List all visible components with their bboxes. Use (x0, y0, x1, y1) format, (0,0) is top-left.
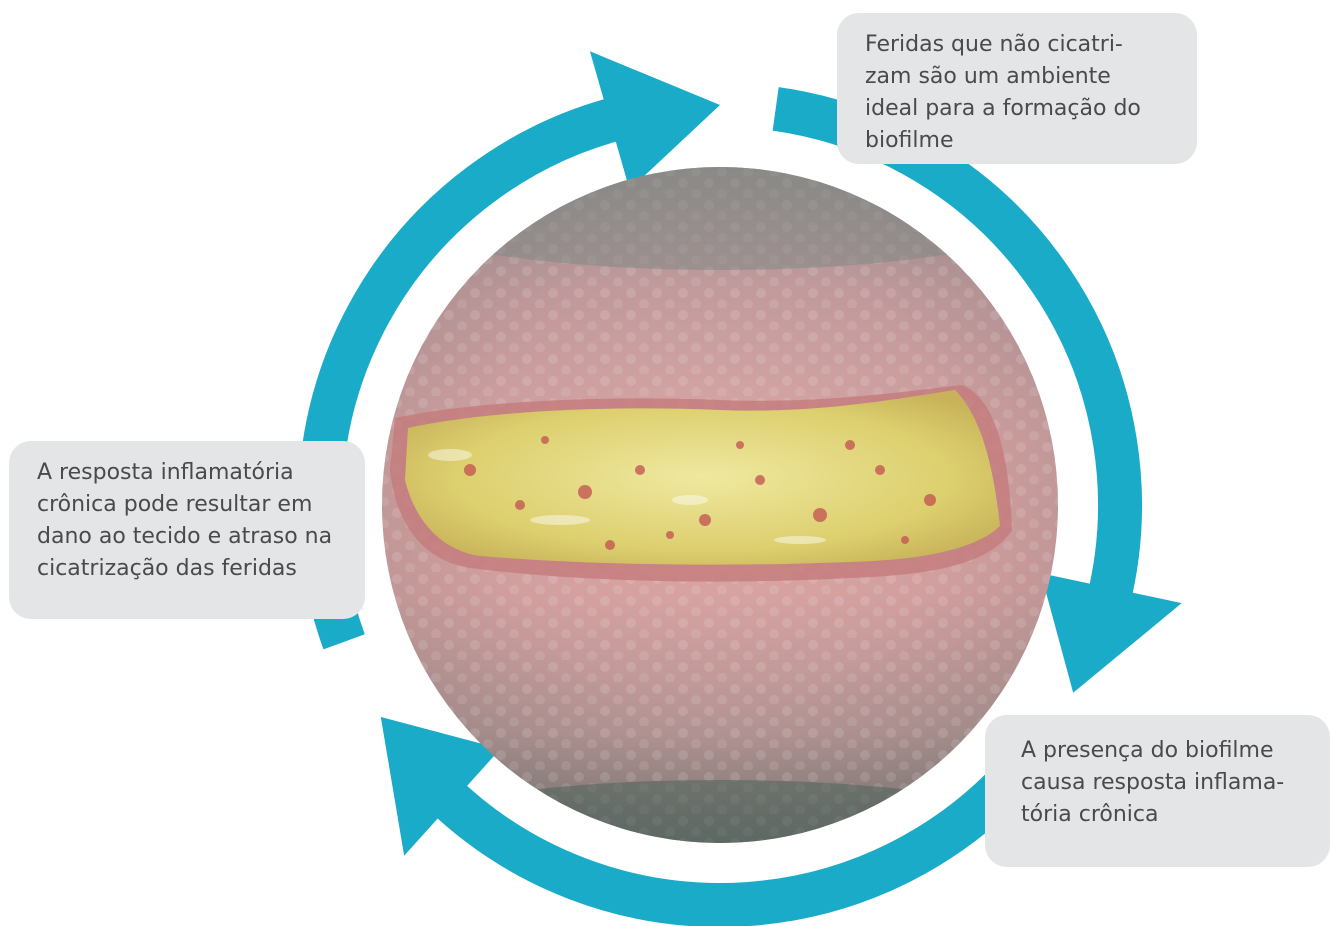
callout-text-line: tória crônica (1021, 799, 1308, 831)
callout-text-line: cicatrização das feridas (37, 553, 343, 585)
callout-biofilm-formation: Feridas que não cicatri- zam são um ambi… (837, 13, 1197, 164)
arrow-to-inflammation-head (1041, 573, 1182, 693)
callout-text-line: zam são um ambiente (865, 61, 1175, 93)
callout-text-line: biofilme (865, 125, 1175, 157)
callout-text-line: crônica pode resultar em (37, 489, 343, 521)
callout-text-line: A resposta inflamatória (37, 457, 343, 489)
callout-tissue-damage: A resposta inflamatória crônica pode res… (9, 441, 365, 619)
callout-inflammatory-response: A presença do biofilme causa resposta in… (985, 715, 1330, 867)
callout-text-line: Feridas que não cicatri- (865, 29, 1175, 61)
callout-text-line: A presença do biofilme (1021, 735, 1308, 767)
callout-text-line: dano ao tecido e atraso na (37, 521, 343, 553)
callout-text-line: causa resposta inflama- (1021, 767, 1308, 799)
callout-text-line: ideal para a formação do (865, 93, 1175, 125)
